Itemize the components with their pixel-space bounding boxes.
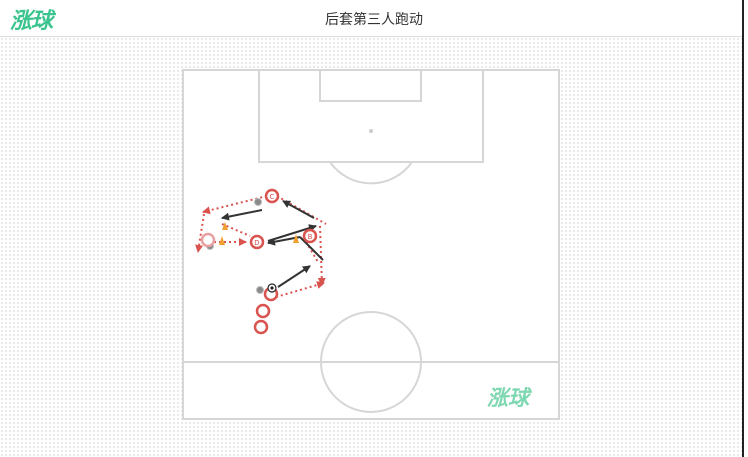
run-arrow: [305, 241, 319, 263]
watermark-logo: 涨球: [487, 386, 533, 410]
player-c[interactable]: C: [264, 188, 280, 204]
player-label: D: [254, 239, 259, 247]
pass-arrow: [277, 265, 311, 288]
player-faded[interactable]: [200, 232, 216, 248]
page-title: 后套第三人跑动: [325, 12, 423, 28]
player-queue[interactable]: [255, 303, 271, 319]
app-logo[interactable]: 涨球: [10, 9, 53, 34]
window-edge: [742, 0, 748, 457]
player-label: B: [308, 233, 313, 241]
pass-arrows: [221, 200, 324, 288]
pass-arrow: [267, 236, 301, 246]
player-b[interactable]: B: [302, 228, 318, 244]
penalty-arc: [329, 161, 413, 185]
run-arrow: [195, 213, 205, 253]
cone-icon: [222, 222, 228, 230]
cone-icon: [219, 236, 225, 245]
goal-area: [319, 69, 422, 102]
pitch-boundary: [182, 69, 560, 420]
cone-icon: [293, 234, 299, 243]
pass-arrow: [221, 209, 263, 221]
pitch: [182, 69, 560, 420]
run-arrow: [221, 223, 251, 237]
pass-arrow: [282, 200, 315, 219]
penalty-spot: [369, 129, 373, 133]
mannequin-marker: [256, 286, 264, 294]
app-header: 涨球 后套第三人跑动: [0, 0, 748, 37]
player-queue[interactable]: [253, 319, 269, 335]
ball-icon[interactable]: [267, 283, 277, 293]
player-d[interactable]: D: [249, 234, 265, 250]
mannequin-marker: [254, 198, 262, 206]
center-circle: [320, 311, 422, 413]
cones: [219, 222, 299, 245]
pass-arrow: [267, 224, 317, 242]
pass-arrow: [299, 236, 324, 261]
run-arrow: [275, 281, 325, 298]
player-label: C: [270, 193, 275, 201]
